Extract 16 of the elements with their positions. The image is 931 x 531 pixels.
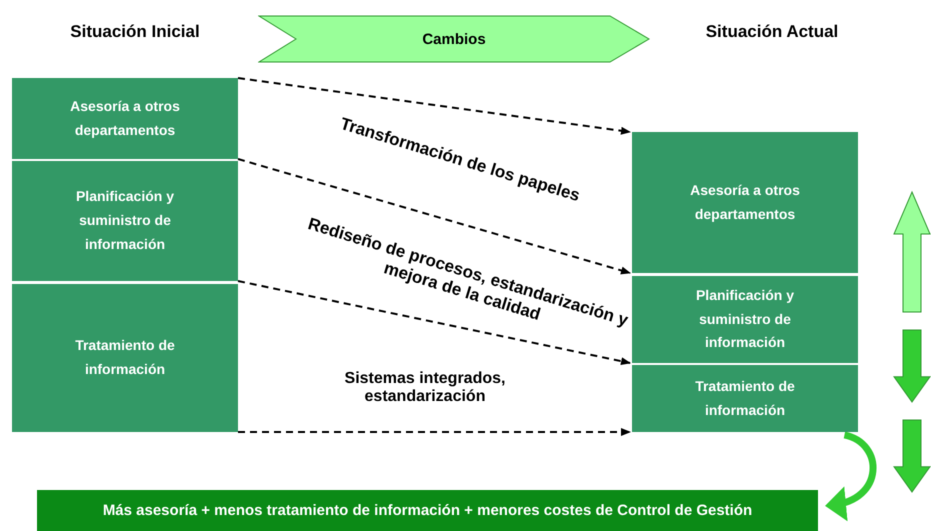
function-box: Planificación y suministro de información (12, 161, 238, 281)
arrow-annotation: Sistemas integrados, estandarización (344, 370, 506, 406)
dashed-arrow (238, 77, 631, 135)
chevron-banner: Cambios (258, 15, 650, 63)
dashed-arrow (238, 428, 631, 436)
column-heading: Situación Actual (704, 22, 840, 42)
function-box: Asesoría a otros departamentos (12, 78, 238, 159)
dashed-arrow (238, 280, 631, 366)
dashed-arrow (238, 158, 631, 274)
function-box: Asesoría a otros departamentos (632, 132, 858, 273)
function-box: Tratamiento de información (12, 284, 238, 432)
curved-arrow (825, 432, 876, 520)
result-banner: Más asesoría + menos tratamiento de información + menores costes de Control de Gestión (37, 490, 818, 531)
function-box: Tratamiento de información (632, 365, 858, 432)
function-box: Planificación y suministro de información (632, 276, 858, 363)
column-heading: Situación Inicial (69, 22, 201, 42)
